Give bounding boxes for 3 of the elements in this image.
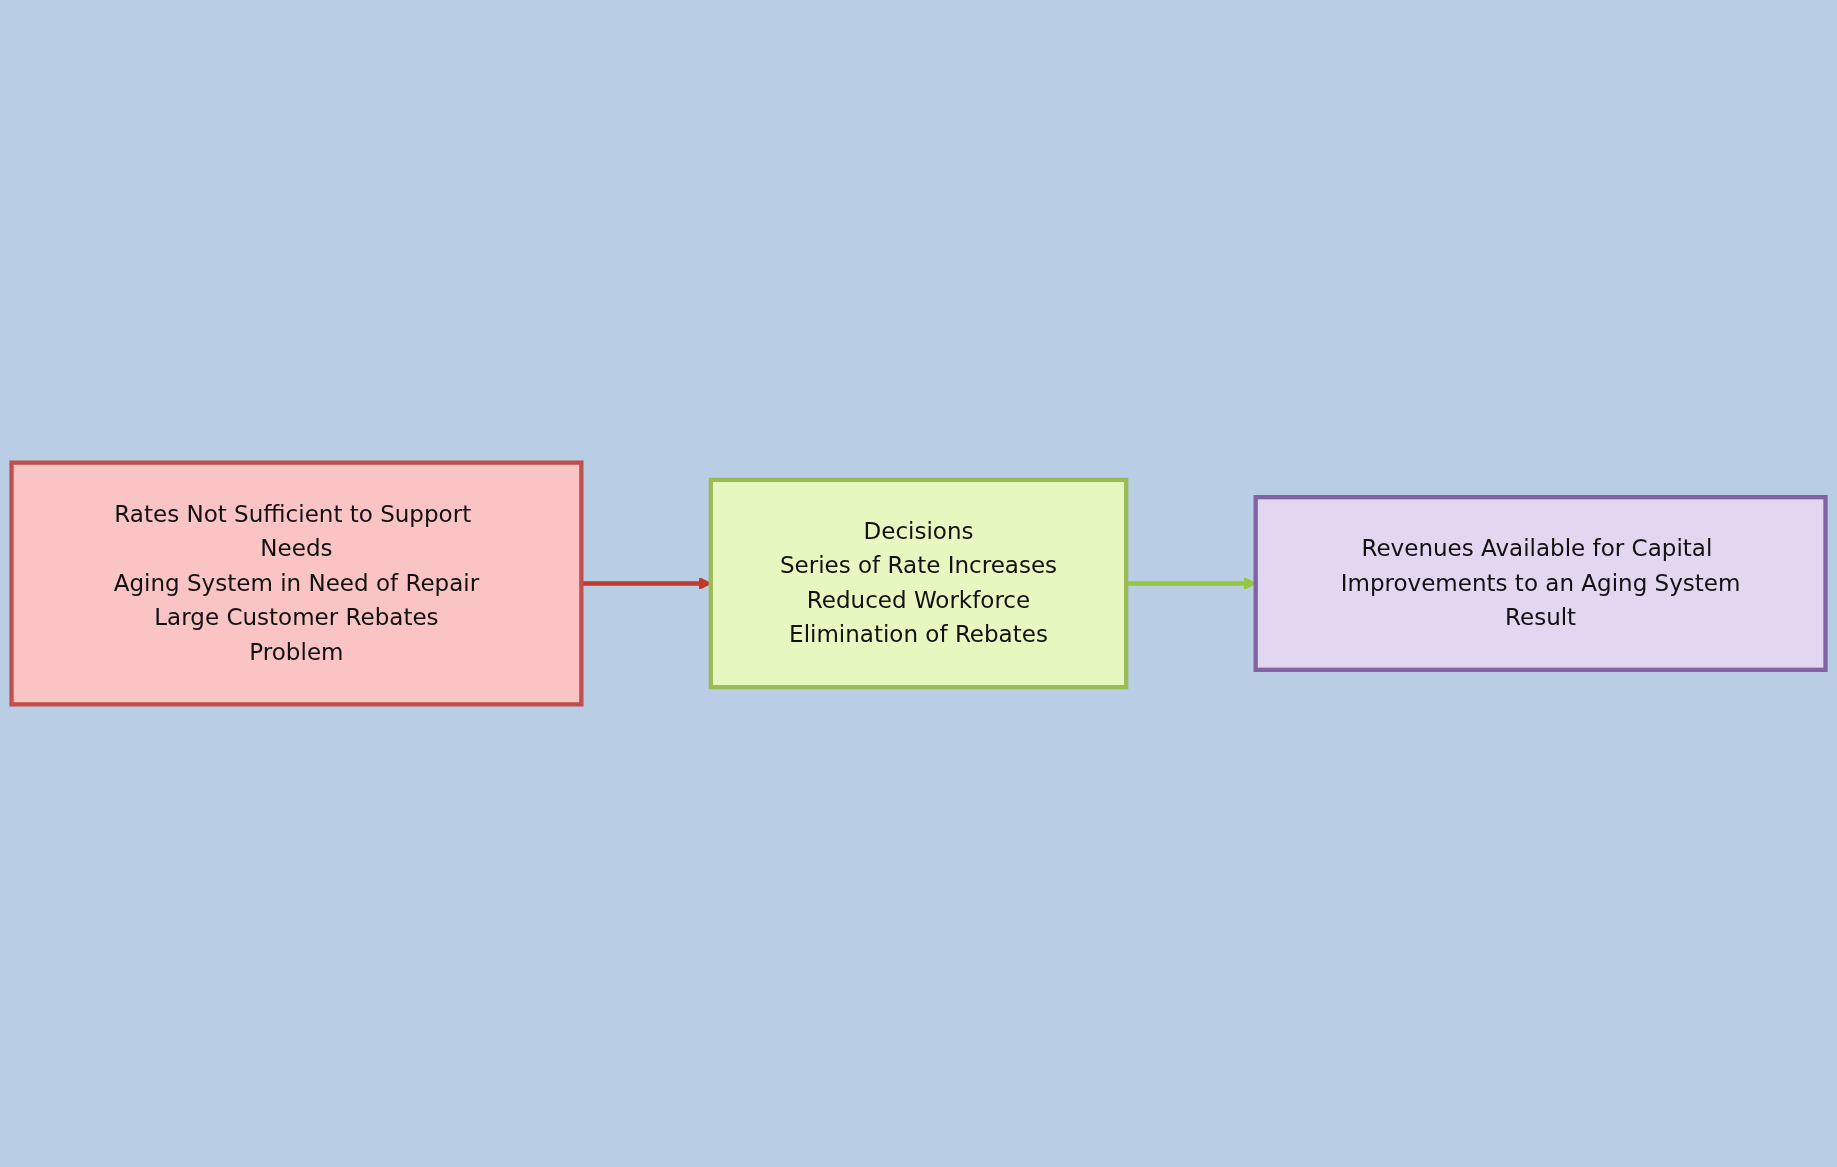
- node-box: Decisions Series of Rate Increases Reduced Workforce Elimination of Rebates: [708, 477, 1129, 690]
- node-box: Rates Not Sufficient to Support Needs Aging System in Need of Repair Large Customer Rebates Problem: [9, 460, 584, 707]
- node-box: Revenues Available for Capital Improvements to an Aging System Result: [1253, 495, 1828, 672]
